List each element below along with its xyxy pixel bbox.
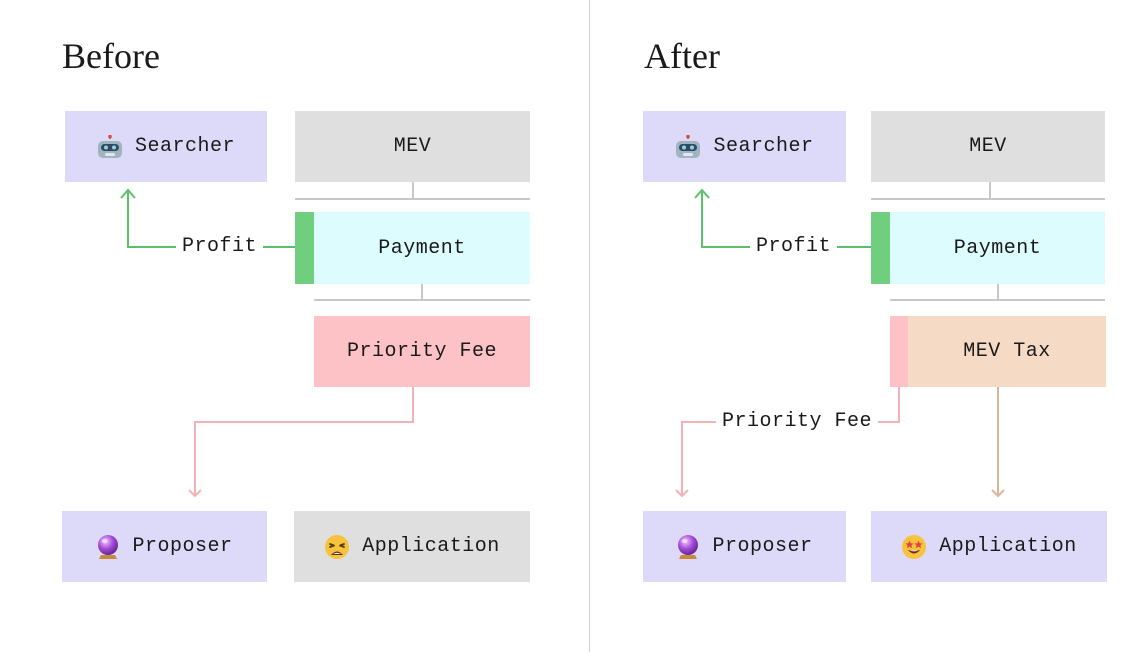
- robot-icon: [97, 134, 123, 159]
- after-mev-tax-box: MEV Tax: [908, 316, 1106, 387]
- after-mev-box: MEV: [871, 111, 1105, 182]
- after-priority-fee-label: Priority Fee: [716, 410, 879, 434]
- after-fee-arrow: [681, 387, 900, 496]
- before-profit-segment: [295, 212, 314, 284]
- before-mev-label: MEV: [393, 135, 432, 158]
- before-profit-label: Profit: [176, 235, 264, 259]
- before-searcher-label: Searcher: [134, 135, 235, 158]
- after-application-label: Application: [939, 535, 1077, 558]
- before-application-box: Application: [294, 511, 530, 582]
- star-struck-face-icon: [901, 534, 927, 560]
- before-payment-label: Payment: [378, 236, 466, 260]
- before-title: Before: [62, 36, 160, 76]
- before-fee-arrow: [194, 387, 414, 496]
- before-priority-fee-label: Priority Fee: [346, 340, 498, 363]
- after-searcher-box: Searcher: [643, 111, 846, 182]
- crystal-ball-icon: [96, 534, 120, 560]
- before-application-label: Application: [362, 535, 500, 558]
- after-title: After: [644, 36, 720, 76]
- before-searcher-box: Searcher: [65, 111, 267, 182]
- after-mev-label: MEV: [969, 135, 1007, 158]
- after-searcher-label: Searcher: [713, 135, 814, 158]
- before-mev-box: MEV: [295, 111, 530, 182]
- after-proposer-label: Proposer: [712, 535, 813, 558]
- after-profit-segment: [871, 212, 890, 284]
- weary-face-icon: [324, 534, 350, 560]
- before-proposer-label: Proposer: [132, 535, 233, 558]
- after-tax-arrowhead: [991, 489, 1005, 498]
- after-payment-label: Payment: [953, 236, 1042, 260]
- after-profit-label: Profit: [750, 235, 838, 259]
- crystal-ball-icon: [676, 534, 700, 560]
- before-fee-arrowhead: [188, 489, 202, 498]
- before-proposer-box: Proposer: [62, 511, 267, 582]
- after-priority-fee-segment: [890, 316, 908, 387]
- after-fee-arrowhead: [675, 489, 689, 498]
- after-payment-box: Payment: [890, 212, 1105, 284]
- after-profit-arrowhead: [694, 188, 710, 199]
- before-payment-box: Payment: [314, 212, 530, 284]
- before-profit-arrowhead: [120, 188, 136, 199]
- after-mev-tax-label: MEV Tax: [963, 340, 1051, 363]
- robot-icon: [675, 134, 701, 159]
- before-priority-fee-box: Priority Fee: [314, 316, 530, 387]
- after-application-box: Application: [871, 511, 1107, 582]
- after-proposer-box: Proposer: [643, 511, 846, 582]
- panel-divider: [589, 0, 590, 652]
